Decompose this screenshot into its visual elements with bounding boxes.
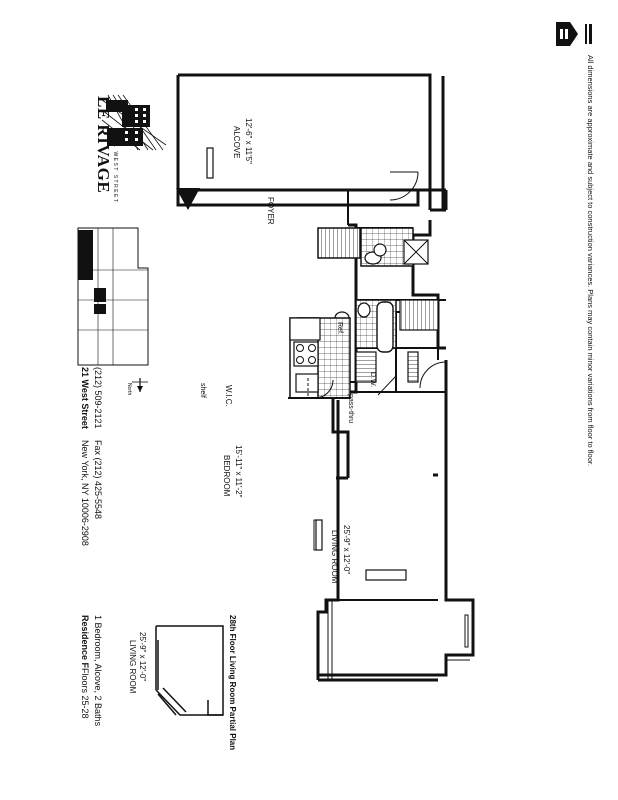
entry-arrow-icon xyxy=(176,188,200,210)
alcove-label: ALCOVE xyxy=(232,126,241,159)
alcove-dims: 12'-6" x 11'5" xyxy=(244,118,253,164)
contact-street: 21 West Street xyxy=(80,367,90,429)
living-label: LIVING ROOM xyxy=(330,530,339,584)
key-plan xyxy=(77,227,149,366)
disclaimer: All dimensions are approximate and subje… xyxy=(586,55,595,467)
living-radiator xyxy=(315,519,323,551)
partial-plan-caption: 28th Floor Living Room Partial Plan xyxy=(228,615,237,751)
equal-housing-icon xyxy=(556,22,592,46)
linen-closet-shelving xyxy=(399,299,439,331)
contact-city: New York, NY 10006-2908 xyxy=(80,440,90,546)
dishwasher xyxy=(295,373,319,393)
door-swings xyxy=(314,171,447,399)
wic-shelving xyxy=(355,351,377,383)
dw-label: D.W. xyxy=(369,372,376,388)
passthru-label: pass-thru xyxy=(347,394,354,424)
brand-name: LE RIVAGE xyxy=(94,96,113,194)
contact-phone: (212) 509-2121 xyxy=(93,367,103,429)
residence-summary: 1 Bedroom, Alcove, 2 Baths xyxy=(93,615,103,727)
north-arrow-icon xyxy=(132,378,148,392)
contact-fax: Fax (212) 425-5548 xyxy=(93,440,103,520)
wic-label: W.I.C. xyxy=(224,385,233,407)
partial-plan-drawing xyxy=(155,625,224,716)
bathtub-icon xyxy=(376,301,394,353)
partial-living-label: LIVING ROOM xyxy=(128,640,137,694)
range-icon xyxy=(293,341,319,367)
bedroom-label: BEDROOM xyxy=(222,455,231,497)
foyer-label: FOYER xyxy=(266,197,275,225)
brand-address: 21 WEST STREET xyxy=(112,140,118,204)
residence-name: Residence F xyxy=(80,615,90,669)
north-label: North xyxy=(126,383,132,396)
residence-floors: Floors 25-28 xyxy=(80,668,90,719)
bedroom-window xyxy=(365,569,407,581)
sink-icon xyxy=(373,243,387,257)
ref-label: Ref. xyxy=(336,322,343,335)
wic-shelving-2 xyxy=(407,351,419,383)
skyline-logo-icon xyxy=(101,92,169,156)
shelf-label: shelf xyxy=(199,383,206,398)
bath2-sink-icon xyxy=(357,302,371,318)
closet-shelving xyxy=(317,227,361,259)
alcove-radiator xyxy=(206,147,214,179)
living-dims: 25'-9" x 12'-0" xyxy=(342,525,351,575)
partial-living-dims: 25'-9" x 12'-0" xyxy=(138,632,147,682)
refrigerator xyxy=(289,317,321,341)
bedroom-dims: 15'-11" x 11'-2" xyxy=(234,445,243,498)
shower-stall-cross xyxy=(403,239,429,265)
